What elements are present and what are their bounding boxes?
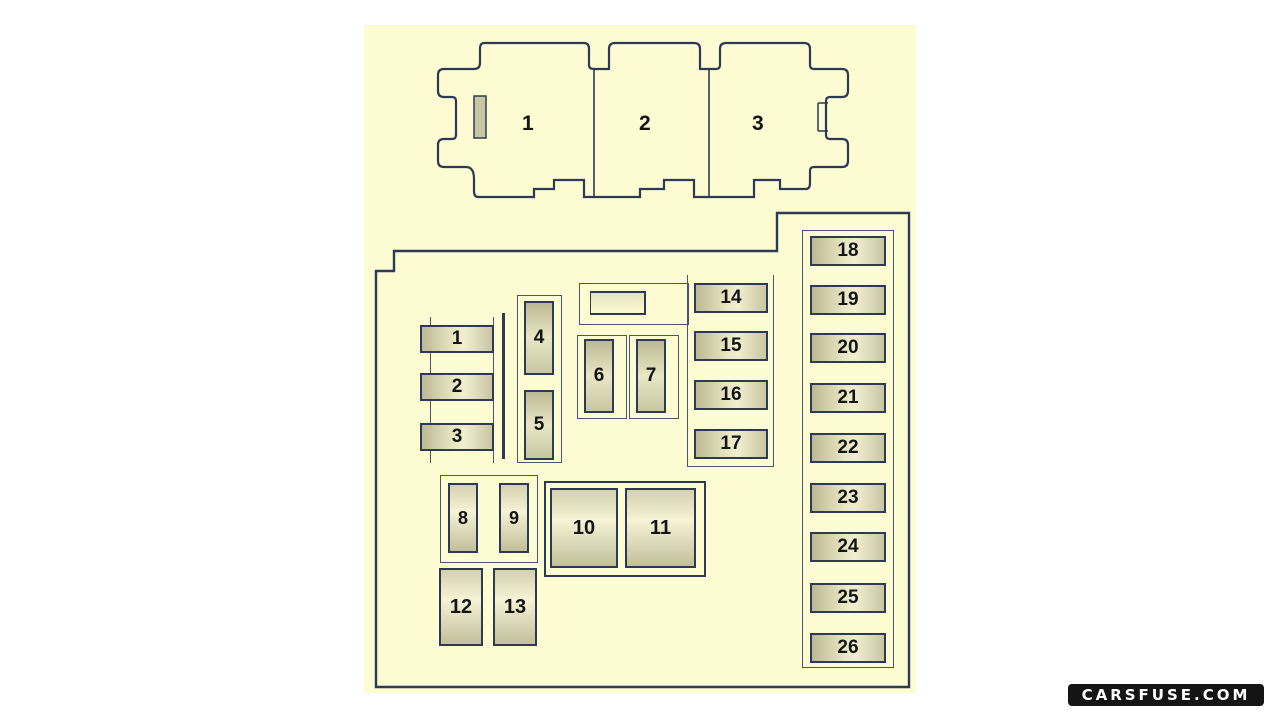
top-connector-section-1-label: 1 [522, 112, 534, 135]
fuse-17[interactable]: 17 [694, 429, 768, 459]
fuse-22[interactable]: 22 [810, 433, 886, 463]
top-connector-section-2-label: 2 [639, 112, 651, 135]
fuse-4[interactable]: 4 [524, 301, 554, 375]
fuse-15[interactable]: 15 [694, 331, 768, 361]
fuse-24[interactable]: 24 [810, 532, 886, 562]
spare-block-holder [579, 283, 689, 325]
top-connector-section-3-label: 3 [752, 112, 764, 135]
fuse-5[interactable]: 5 [524, 390, 554, 460]
spare-fuse-slot [590, 291, 646, 315]
fuse-7-holder [629, 335, 679, 419]
relay-10-11-holder [544, 481, 706, 577]
fuse-23[interactable]: 23 [810, 483, 886, 513]
fuse-18-26-holder [802, 230, 894, 668]
relay-12[interactable]: 12 [439, 568, 483, 646]
fuse-box-diagram: 1 2 3 1 2 3 4 5 6 7 14 15 16 17 18 19 20… [364, 25, 916, 693]
fuse-20[interactable]: 20 [810, 333, 886, 363]
fuse-4-5-holder [517, 295, 562, 463]
relay-9[interactable]: 9 [499, 483, 529, 553]
fuse-26[interactable]: 26 [810, 633, 886, 663]
fuse-18[interactable]: 18 [810, 236, 886, 266]
fuse-7[interactable]: 7 [636, 339, 666, 413]
fuse-14[interactable]: 14 [694, 283, 768, 313]
relay-11[interactable]: 11 [625, 488, 696, 568]
fuse-25[interactable]: 25 [810, 583, 886, 613]
fuse-19[interactable]: 19 [810, 285, 886, 315]
relay-8[interactable]: 8 [448, 483, 478, 553]
fuse-16[interactable]: 16 [694, 380, 768, 410]
fuse-21[interactable]: 21 [810, 383, 886, 413]
carsfuse-watermark: CARSFUSE.COM [1068, 684, 1264, 706]
fuse-1[interactable]: 1 [420, 325, 494, 353]
divider-bar [502, 313, 505, 459]
top-connector-outline [436, 41, 850, 199]
relay-8-9-holder [440, 475, 538, 563]
fuse-14-17-holder [687, 275, 774, 467]
relay-10[interactable]: 10 [550, 488, 618, 568]
fuse-6-holder [577, 335, 627, 419]
relay-13[interactable]: 13 [493, 568, 537, 646]
fuse-6[interactable]: 6 [584, 339, 614, 413]
fuse-2[interactable]: 2 [420, 373, 494, 401]
fuse-3[interactable]: 3 [420, 423, 494, 451]
